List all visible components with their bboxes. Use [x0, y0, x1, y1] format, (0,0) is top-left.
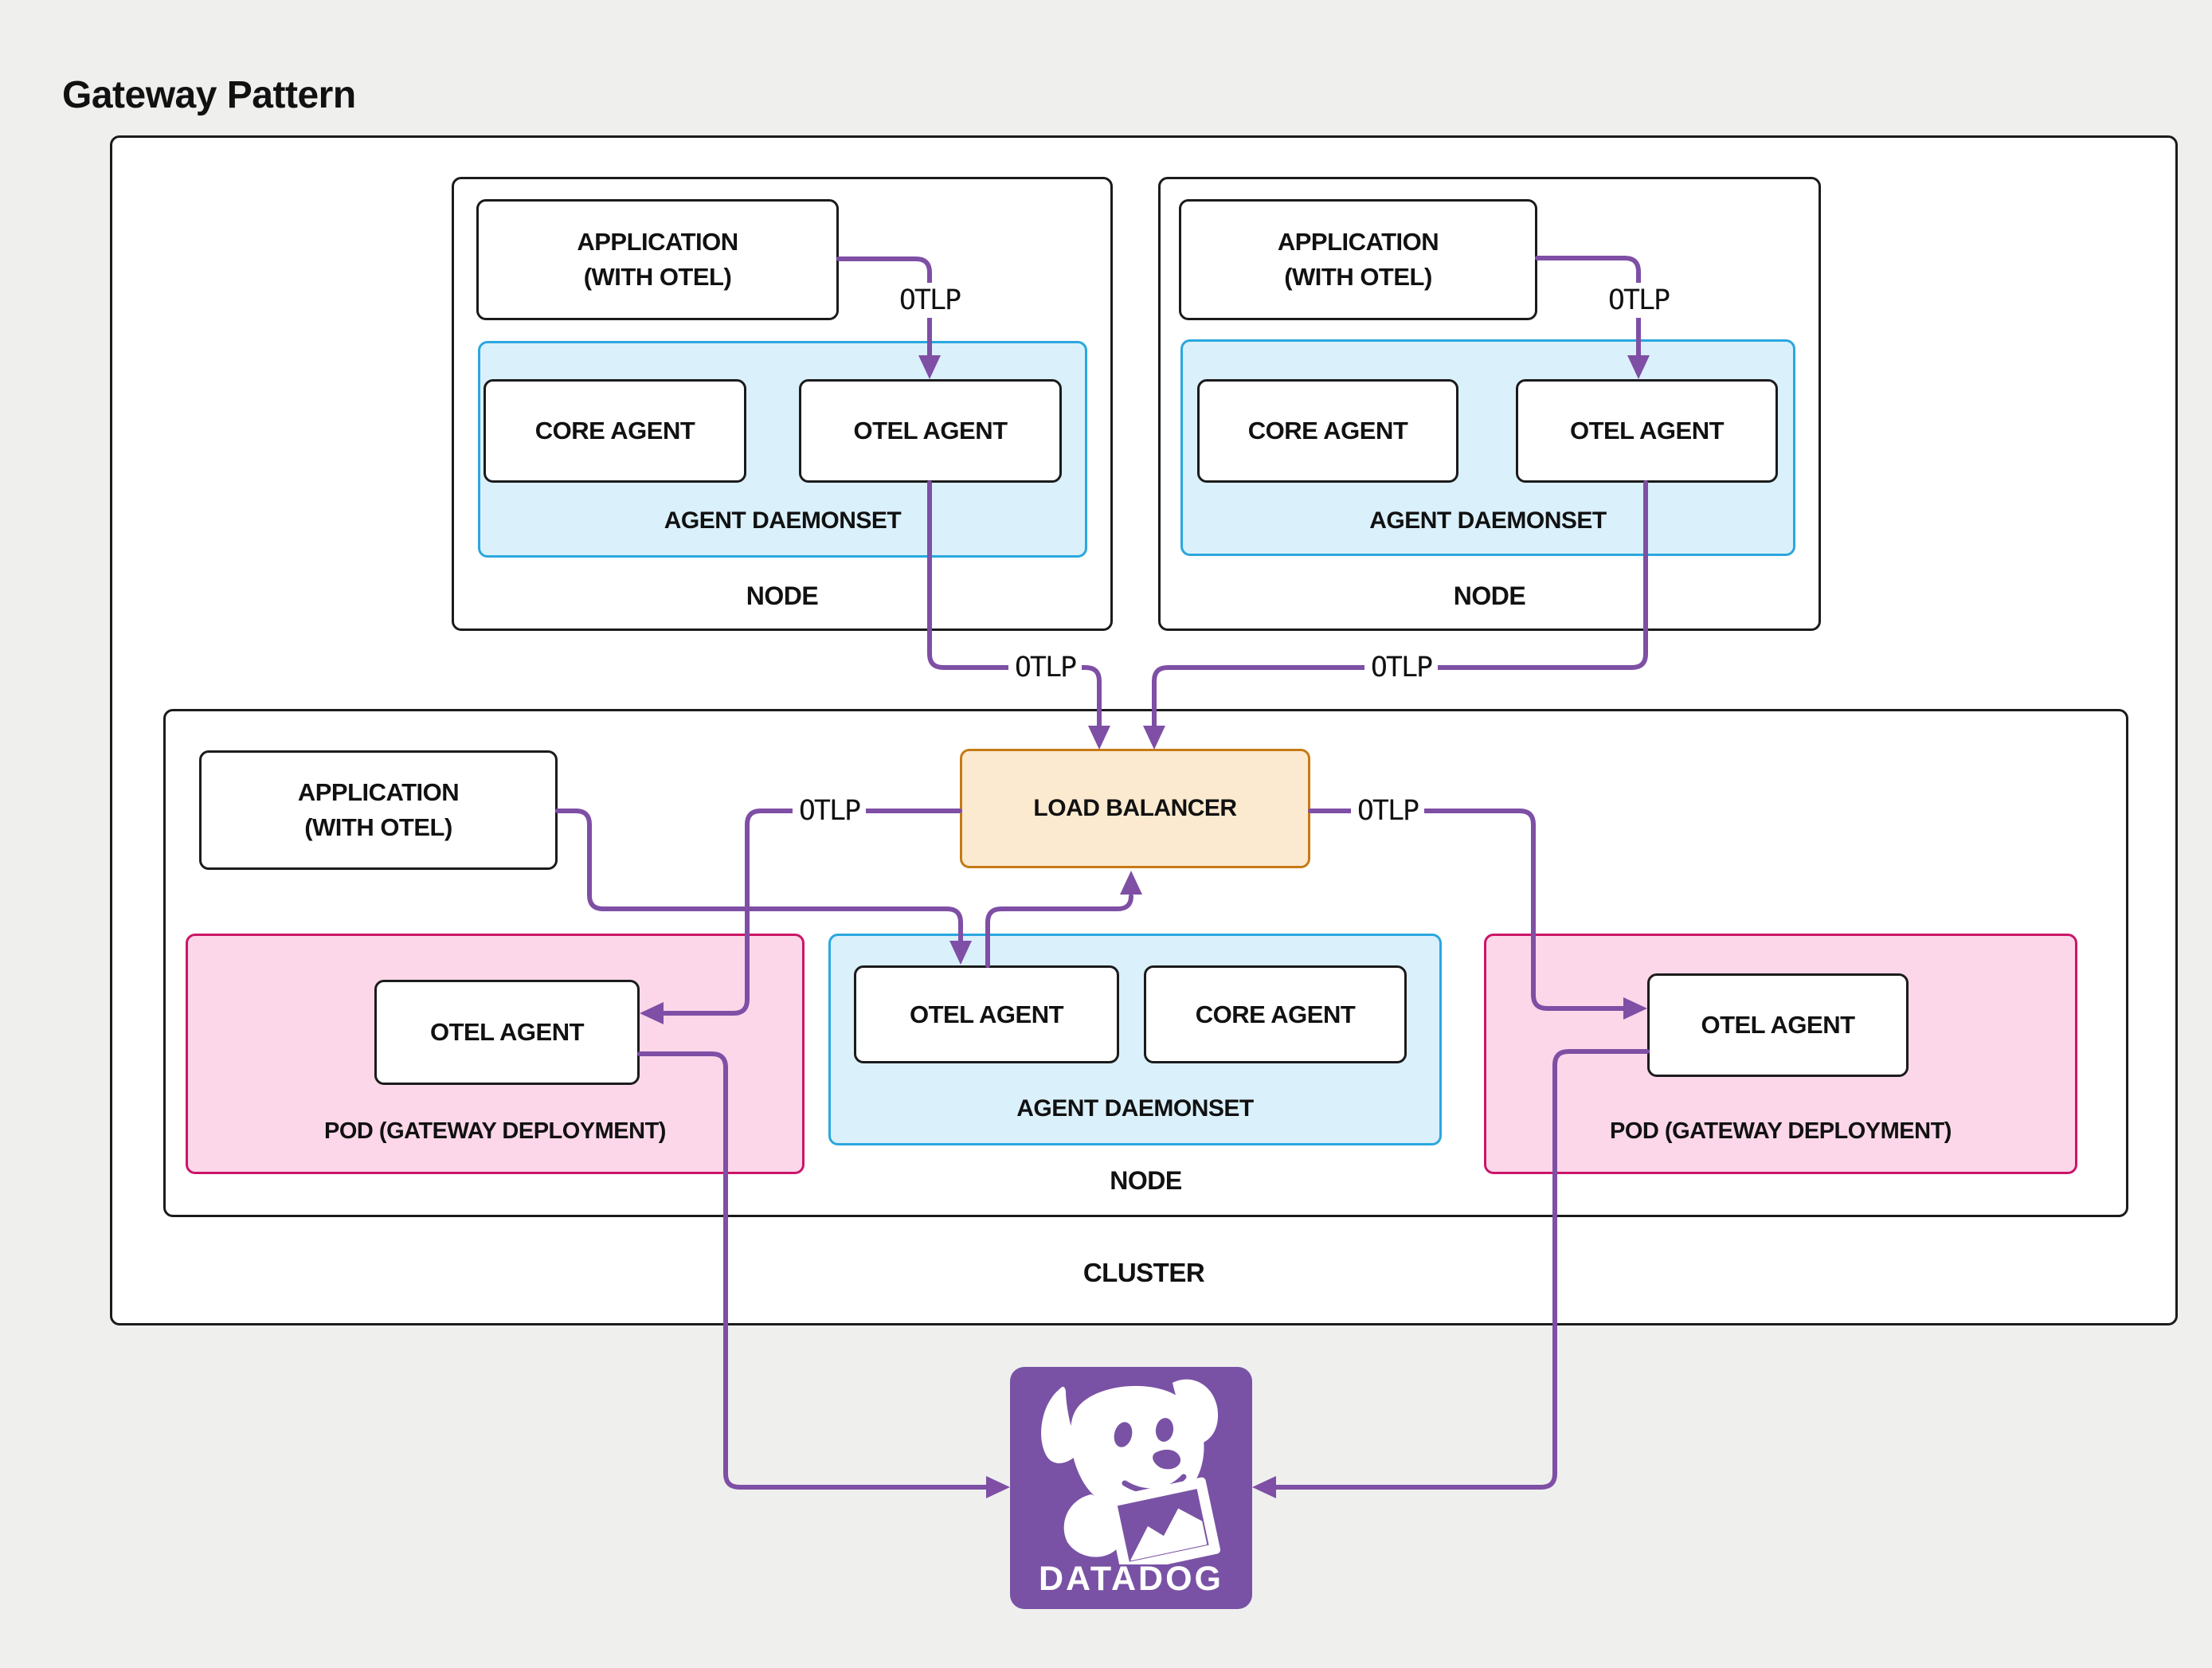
core-agent-daemonset-cluster: CORE AGENT [1144, 965, 1407, 1063]
application-label-line2: (WITH OTEL) [1284, 263, 1432, 291]
page-title: Gateway Pattern [62, 74, 356, 116]
otel-agent-node-1: OTEL AGENT [799, 379, 1062, 483]
arrowhead-right-icon [986, 1476, 1010, 1498]
core-agent-node-1: CORE AGENT [484, 379, 746, 483]
load-balancer: LOAD BALANCER [960, 749, 1310, 868]
datadog-logo: DATADOG [1010, 1367, 1252, 1609]
otel-agent-gateway-pod-right: OTEL AGENT [1647, 973, 1909, 1077]
application-label-line1: APPLICATION [1277, 228, 1439, 256]
arrowhead-left-icon [1252, 1476, 1276, 1498]
otlp-label: OTLP [1008, 650, 1082, 685]
application-label-line2: (WITH OTEL) [304, 813, 452, 841]
application-label-line1: APPLICATION [297, 778, 460, 806]
application-label-line1: APPLICATION [577, 228, 738, 256]
application-cluster-node: APPLICATION (WITH OTEL) [199, 750, 558, 870]
otel-agent-gateway-pod-left: OTEL AGENT [374, 980, 640, 1085]
otel-agent-node-2: OTEL AGENT [1516, 379, 1778, 483]
otlp-label: OTLP [1351, 793, 1424, 828]
otlp-label: OTLP [893, 283, 966, 318]
application-node-1: APPLICATION (WITH OTEL) [476, 199, 839, 320]
datadog-wordmark: DATADOG [1039, 1560, 1223, 1598]
otlp-label: OTLP [1602, 283, 1675, 318]
otlp-label: OTLP [1364, 650, 1438, 685]
otlp-label: OTLP [793, 793, 866, 828]
datadog-dog-icon [1041, 1379, 1221, 1564]
application-node-2: APPLICATION (WITH OTEL) [1179, 199, 1537, 320]
core-agent-node-2: CORE AGENT [1197, 379, 1458, 483]
application-label-line2: (WITH OTEL) [583, 263, 732, 291]
otel-agent-daemonset-cluster: OTEL AGENT [854, 965, 1119, 1063]
